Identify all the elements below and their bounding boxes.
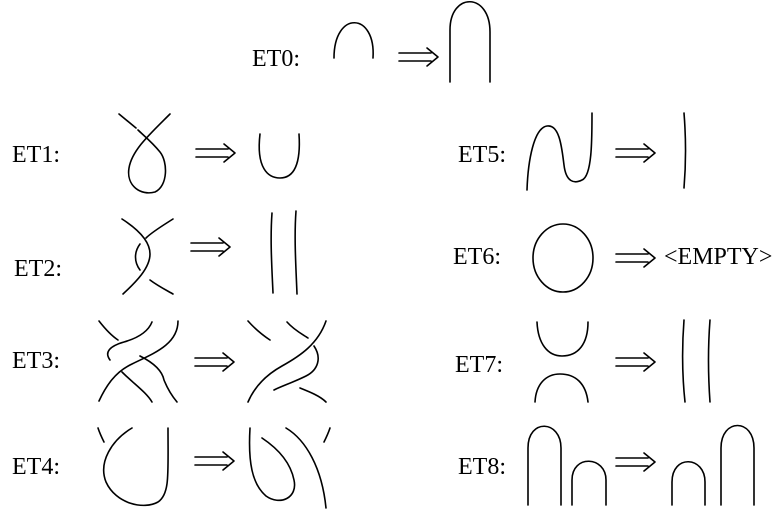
et7-vertical-left [681, 319, 686, 403]
et2-strand-b-bottom [149, 279, 174, 295]
et4-left-curve [102, 427, 169, 507]
move-label-et3: ET3: [12, 348, 60, 374]
et1-kink-overstrand [118, 113, 137, 129]
et2-strand-a [121, 218, 151, 295]
et8-right-short-cap [671, 460, 706, 506]
et3-right-strand-1 [247, 320, 327, 403]
move-et3: ET3: [12, 320, 327, 403]
et2-strand-b-mid [134, 243, 141, 271]
et2-vertical-right [294, 210, 298, 295]
et0-cap-tall [449, 1, 491, 83]
et3-right-strand-2b [273, 345, 319, 391]
move-et2: ET2: [14, 210, 298, 295]
move-et7: ET7: [455, 319, 711, 403]
et5-arrow [615, 143, 656, 163]
et3-left-strand-3b [139, 355, 178, 403]
move-label-et6: ET6: [453, 244, 501, 270]
et1-arrow [195, 143, 236, 163]
et4-arrow [194, 451, 235, 471]
et0-cap-small [333, 21, 374, 59]
et3-right-strand-2a [286, 321, 309, 339]
et8-arrow [615, 452, 656, 472]
move-et8: ET8: [458, 424, 755, 506]
et4-right-curve [248, 427, 296, 502]
et4-right-strand [285, 427, 327, 509]
et5-zigzag [526, 112, 593, 191]
et4-left-tick [97, 427, 105, 443]
et7-vertical-right [707, 319, 711, 403]
et1-kink-curl [127, 113, 171, 194]
move-et6: ET6: <EMPTY> [453, 223, 772, 293]
et3-arrow [194, 352, 235, 372]
move-et1: ET1: [12, 113, 301, 194]
et3-left-strand-2a [106, 321, 153, 361]
et4-right-tick [323, 427, 331, 443]
et8-right-tall-cap [720, 424, 755, 506]
et8-left-tall-cap [527, 425, 562, 506]
et6-circle [532, 223, 594, 293]
et0-arrow [398, 47, 439, 67]
et3-left-strand-1 [98, 320, 179, 402]
et3-right-strand-3a [247, 320, 271, 341]
move-label-et7: ET7: [455, 352, 503, 378]
et6-arrow [615, 248, 656, 268]
move-et4: ET4: [12, 427, 331, 509]
et3-left-strand-3a [98, 320, 119, 341]
et2-strand-b-top [145, 218, 174, 239]
move-label-et2: ET2: [14, 256, 62, 282]
move-label-et8: ET8: [458, 454, 506, 480]
et7-cap [534, 373, 589, 403]
et5-vertical [683, 112, 687, 189]
et1-cup [258, 133, 301, 179]
move-et5: ET5: [458, 112, 687, 191]
move-label-et1: ET1: [12, 142, 60, 168]
move-label-et0: ET0: [252, 46, 300, 72]
move-et0: ET0: [252, 1, 491, 83]
et7-cup [536, 321, 589, 357]
et8-left-short-cap [571, 460, 607, 506]
move-label-et5: ET5: [458, 142, 506, 168]
et3-left-strand-2b [121, 371, 153, 403]
et3-right-strand-3b [299, 387, 327, 403]
et2-arrow [190, 237, 231, 257]
et7-arrow [615, 352, 656, 372]
move-label-et4: ET4: [12, 454, 60, 480]
et2-vertical-left [270, 212, 274, 294]
et6-result: <EMPTY> [664, 244, 772, 270]
